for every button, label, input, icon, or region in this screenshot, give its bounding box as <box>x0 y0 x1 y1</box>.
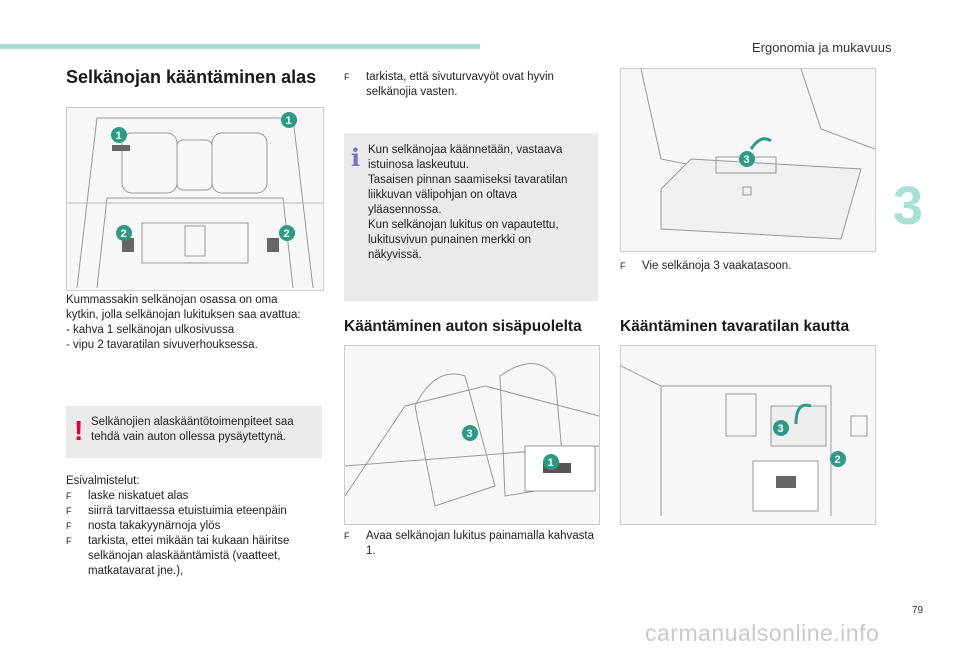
info-line: Kun selkänojaa käännetään, vastaava <box>368 144 563 156</box>
bullet-icon: F <box>66 506 72 516</box>
info-line: Tasaisen pinnan saamiseksi tavaratilan <box>368 174 568 186</box>
info-line: istuinosa laskeutuu. <box>368 159 470 171</box>
inside-section-title: Kääntäminen auton sisäpuolelta <box>344 318 582 335</box>
page-title: Selkänojan kääntäminen alas <box>66 67 317 87</box>
badge-1-right: 1 <box>281 112 297 128</box>
svg-text:3: 3 <box>744 154 750 166</box>
intro-line: - vipu 2 tavaratilan sivuverhouksessa. <box>66 339 258 351</box>
intro-line: kytkin, jolla selkänojan lukituksen saa … <box>66 309 301 321</box>
info-box: i Kun selkänojaa käännetään, vastaava is… <box>344 133 598 301</box>
trunk-fold-illustration: 3 2 <box>621 365 868 516</box>
intro-paragraph: Kummassakin selkänojan osassa on oma kyt… <box>66 293 324 353</box>
bullet-icon: F <box>620 261 626 271</box>
intro-line: Kummassakin selkänojan osassa on oma <box>66 294 278 306</box>
svg-text:1: 1 <box>116 130 122 142</box>
chapter-number: 3 <box>893 176 924 236</box>
warning-box: ! Selkänojien alaskääntötoimenpiteet saa… <box>66 406 322 458</box>
svg-text:1: 1 <box>548 457 554 469</box>
trunk-illustration: 1 1 2 2 <box>67 112 323 289</box>
trunk-diagram-image: 1 1 2 2 <box>66 107 324 291</box>
info-line: yläasennossa. <box>368 204 442 216</box>
bullet-icon: F <box>66 521 72 531</box>
warning-text: Selkänojien alaskääntötoimenpiteet saa t… <box>91 415 316 445</box>
warning-line: Selkänojien alaskääntötoimenpiteet saa <box>91 416 294 428</box>
info-line: näkyvissä. <box>368 249 422 261</box>
info-line: lukitusvivun punainen merkki on <box>368 234 532 246</box>
intro-line: - kahva 1 selkänojan ulkosivussa <box>66 324 235 336</box>
trunk-fold-image: 3 2 <box>620 345 876 525</box>
folded-seat-illustration: 3 <box>640 69 875 240</box>
svg-text:2: 2 <box>835 454 841 466</box>
warning-line: tehdä vain auton ollessa pysäytettynä. <box>91 431 286 443</box>
info-text: Kun selkänojaa käännetään, vastaava istu… <box>368 143 604 263</box>
svg-text:2: 2 <box>284 228 290 240</box>
header-accent-bar <box>0 44 480 49</box>
info-line: liikkuvan välipohjan on oltava <box>368 189 517 201</box>
bullet-icon: F <box>344 531 350 541</box>
info-icon: i <box>351 143 361 172</box>
rear-seat-illustration: 3 1 <box>345 363 599 507</box>
watermark: carmanualsonline.info <box>645 620 880 646</box>
badge-2-left: 2 <box>116 225 132 241</box>
svg-text:3: 3 <box>467 428 473 440</box>
badge-1-left: 1 <box>111 127 127 143</box>
badge-1-inside: 1 <box>543 454 559 470</box>
badge-3-inside: 3 <box>462 425 478 441</box>
trunk-section-title: Kääntäminen tavaratilan kautta <box>620 318 850 335</box>
section-title: Ergonomia ja mukavuus <box>752 40 892 55</box>
preparation-title: Esivalmistelut: <box>66 475 140 487</box>
info-line: Kun selkänojan lukitus on vapautettu, <box>368 219 559 231</box>
rear-seat-image: 3 1 <box>344 345 600 525</box>
svg-text:3: 3 <box>778 423 784 435</box>
bullet-icon: F <box>66 491 72 501</box>
exclamation-icon: ! <box>74 415 84 446</box>
svg-text:1: 1 <box>286 115 292 127</box>
bullet-icon: F <box>344 72 350 82</box>
badge-3-folded: 3 <box>739 151 755 167</box>
svg-text:2: 2 <box>121 228 127 240</box>
badge-3-trunk: 3 <box>773 420 789 436</box>
bullet-icon: F <box>66 536 72 546</box>
badge-2-trunk: 2 <box>830 451 846 467</box>
badge-2-right: 2 <box>279 225 295 241</box>
page-number: 79 <box>912 605 924 616</box>
folded-seat-image: 3 <box>620 68 876 252</box>
